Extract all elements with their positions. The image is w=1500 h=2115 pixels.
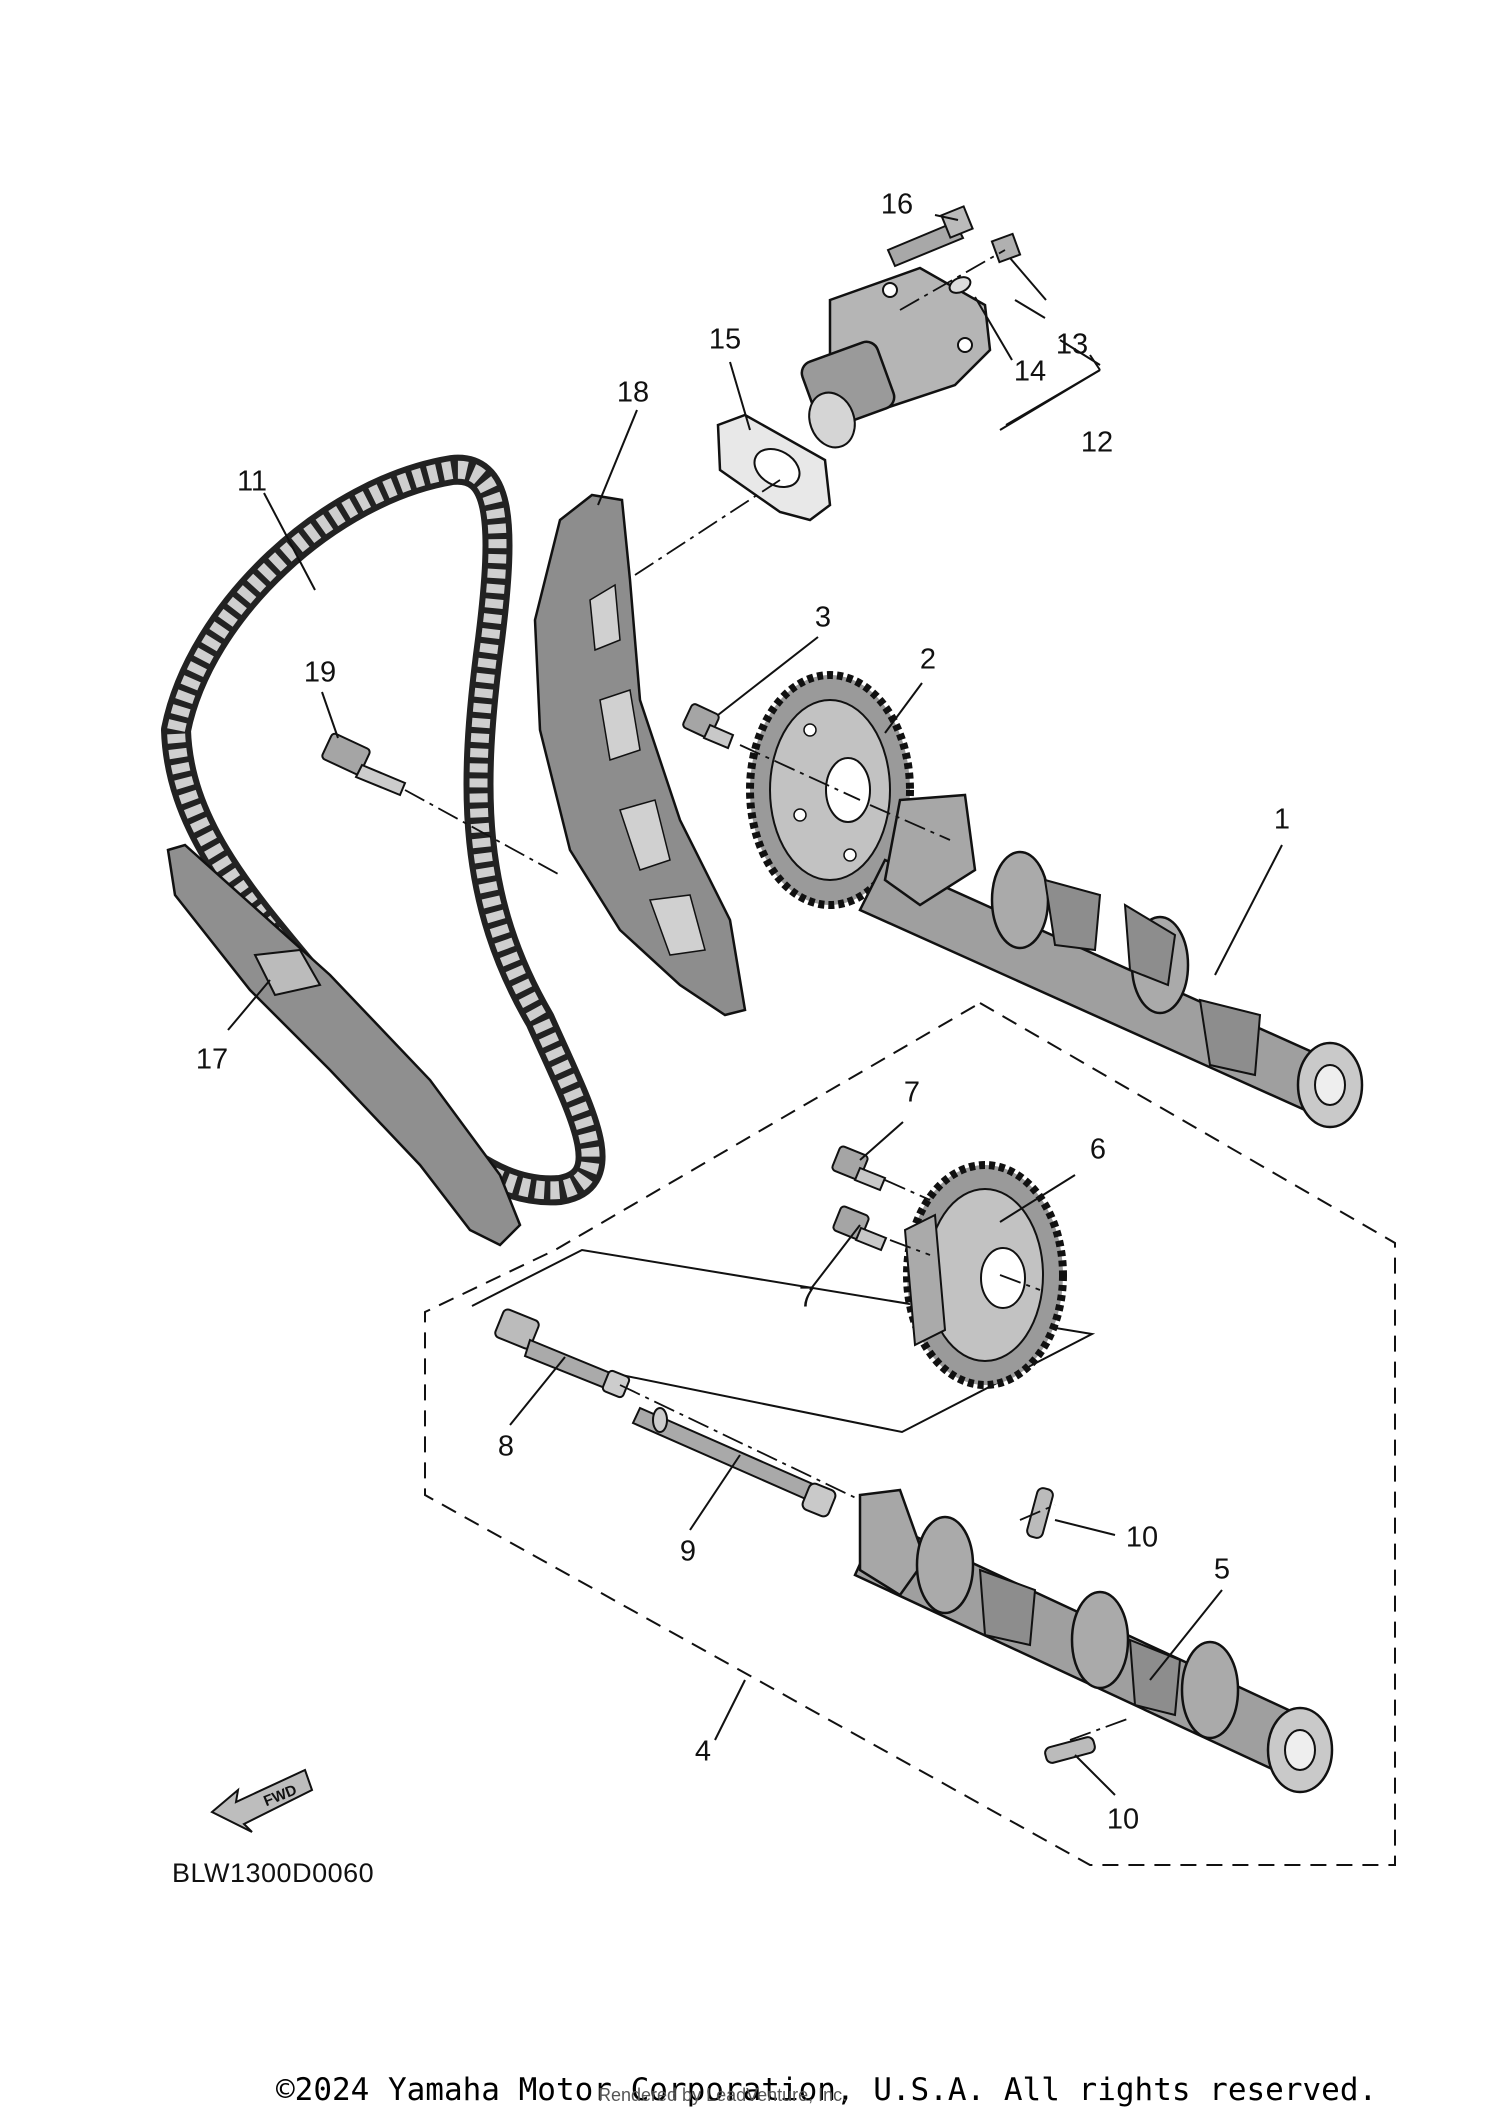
callout-10-upper: 10 xyxy=(1125,1521,1159,1554)
bolt-7-lower xyxy=(832,1205,888,1252)
callout-7-lower: 7 xyxy=(798,1281,816,1314)
bolt-7-upper xyxy=(831,1145,887,1192)
callout-14: 14 xyxy=(1013,355,1047,388)
callout-12: 12 xyxy=(1080,426,1114,459)
timing-chain-11-links xyxy=(167,460,600,1200)
figure-code: BLW1300D0060 xyxy=(172,1858,375,1888)
bolt-13 xyxy=(990,232,1022,264)
chain-guide-17 xyxy=(166,843,522,1247)
copyright-notice: ©2024 Yamaha Motor Corporation, U.S.A. A… xyxy=(276,2072,1378,2108)
rendered-by-notice: Rendered by LeadVenture, Inc. xyxy=(598,2085,848,2105)
forward-arrow-icon: FWD xyxy=(210,1768,314,1833)
callout-16: 16 xyxy=(880,188,914,221)
callout-4: 4 xyxy=(694,1735,712,1768)
callout-8: 8 xyxy=(497,1430,515,1463)
callout-6: 6 xyxy=(1089,1133,1107,1166)
callout-9: 9 xyxy=(679,1535,697,1568)
callout-7-upper: 7 xyxy=(903,1076,921,1109)
callout-13: 13 xyxy=(1055,328,1089,361)
callout-15: 15 xyxy=(708,323,742,356)
tensioner-guide-18 xyxy=(533,493,747,1017)
pin-10-upper xyxy=(1026,1487,1054,1539)
cam-sprocket-6 xyxy=(903,1161,1067,1389)
subgroup-bracket xyxy=(471,1248,1096,1434)
callout-17: 17 xyxy=(195,1043,229,1076)
camshaft-1 xyxy=(858,793,1364,1129)
pin-10-lower xyxy=(1044,1736,1096,1764)
bolt-3 xyxy=(682,703,735,750)
bolt-16 xyxy=(886,220,965,268)
bolt-8 xyxy=(494,1308,631,1399)
shaft-9 xyxy=(631,1406,837,1518)
callout-5: 5 xyxy=(1213,1553,1231,1586)
callout-3: 3 xyxy=(814,601,832,634)
cam-sprocket-2 xyxy=(746,671,914,909)
callout-19: 19 xyxy=(303,656,337,689)
callout-2: 2 xyxy=(919,643,937,676)
callout-1: 1 xyxy=(1273,803,1291,836)
assembly-4-boundary xyxy=(424,1001,1396,1866)
leader-lines xyxy=(227,214,1283,1796)
callout-18: 18 xyxy=(616,376,650,409)
washer-14 xyxy=(948,276,972,294)
bolt-19 xyxy=(321,732,407,797)
alignment-lines xyxy=(404,249,1131,1741)
callout-10-lower: 10 xyxy=(1106,1803,1140,1836)
chain-tensioner-12 xyxy=(800,266,992,449)
callout-11: 11 xyxy=(236,465,268,498)
